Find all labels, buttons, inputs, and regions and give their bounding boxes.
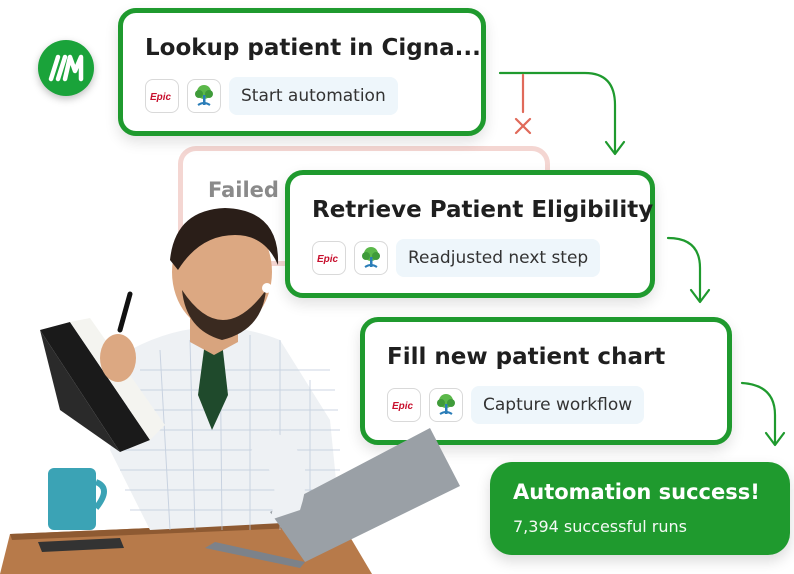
hair	[170, 208, 279, 270]
step-card-lookup[interactable]: Lookup patient in Cigna... Epic Start au…	[118, 8, 486, 136]
step-title: Fill new patient chart	[387, 344, 666, 370]
step-title: Retrieve Patient Eligibility	[312, 197, 654, 223]
fail-x-icon	[514, 117, 532, 135]
step-card-eligibility[interactable]: Retrieve Patient Eligibility Epic Readju…	[285, 170, 655, 298]
step-badges: Epic Capture workflow	[387, 386, 645, 424]
phone	[38, 538, 124, 552]
earbud	[262, 283, 272, 293]
tie	[198, 342, 228, 430]
notebook	[40, 322, 150, 452]
arrow-connector-3	[740, 381, 777, 445]
logo-mark-icon	[48, 54, 84, 82]
laptop-screen	[270, 428, 460, 562]
step-status-chip: Readjusted next step	[396, 239, 601, 277]
svg-text:Epic: Epic	[317, 254, 339, 265]
svg-text:Epic: Epic	[150, 92, 172, 103]
tree-icon	[354, 241, 388, 275]
pen	[117, 291, 133, 333]
arrow-head-2	[689, 288, 711, 304]
tree-icon	[429, 388, 463, 422]
success-title: Automation success!	[513, 480, 760, 504]
step-title: Lookup patient in Cigna...	[145, 35, 481, 61]
epic-app-icon: Epic	[312, 241, 346, 275]
tree-icon	[187, 79, 221, 113]
mug	[48, 468, 96, 530]
arrow-head-1	[604, 140, 626, 156]
success-run-count: 7,394 successful runs	[513, 517, 687, 536]
epic-app-icon: Epic	[387, 388, 421, 422]
beard	[182, 290, 266, 340]
step-badges: Epic Start automation	[145, 77, 398, 115]
automation-success-card: Automation success! 7,394 successful run…	[490, 462, 790, 555]
arrow-connector-1	[498, 71, 617, 154]
epic-app-icon: Epic	[145, 79, 179, 113]
arrow-connector-2	[666, 236, 702, 302]
step-card-fill-chart[interactable]: Fill new patient chart Epic Capture work…	[360, 317, 732, 445]
arrow-head-3	[764, 431, 786, 447]
step-status-chip: Capture workflow	[471, 386, 645, 424]
failed-label: Failed	[208, 178, 279, 202]
svg-text:Epic: Epic	[392, 401, 414, 412]
step-status-chip: Start automation	[229, 77, 398, 115]
step-badges: Epic Readjusted next step	[312, 239, 601, 277]
person-photo	[0, 208, 460, 574]
laptop-base	[205, 542, 305, 568]
brand-logo	[38, 40, 94, 96]
